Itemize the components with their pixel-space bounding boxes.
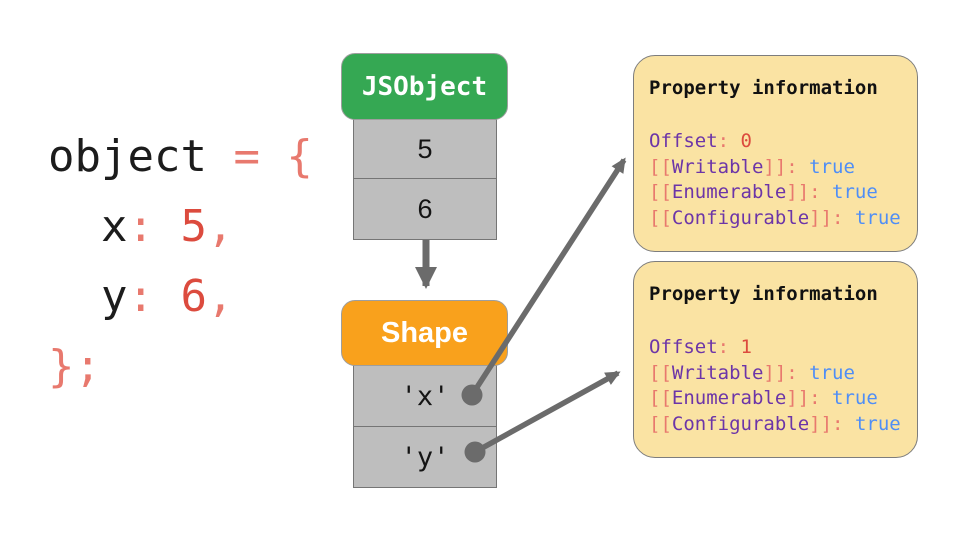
shape-slot-y-value: 'y': [400, 441, 450, 473]
code-line: x: 5,: [48, 201, 234, 252]
jsobject-header-label: JSObject: [361, 71, 488, 102]
shape-header-label: Shape: [380, 316, 469, 349]
code-line: [[Enumerable]]: true: [649, 181, 878, 204]
code-snippet: object = { x: 5, y: 6,};: [48, 122, 313, 402]
code-line: y: 6,: [48, 271, 234, 322]
jsobject-slot-0: 5: [353, 119, 497, 180]
code-line: [[Configurable]]: true: [649, 413, 901, 436]
code-line: Offset: 1: [649, 336, 752, 358]
code-line: [[Writable]]: true: [649, 361, 855, 384]
prop-box-lines: Offset: 0 [[Writable]]: true [[Enumerable]…: [649, 129, 905, 232]
code-line: Offset: 0: [649, 130, 752, 152]
jsobject-slot-1: 6: [353, 178, 497, 240]
property-info-box-0: Property information Offset: 0 [[Writable…: [633, 55, 918, 252]
jsobject-header: JSObject: [341, 53, 508, 120]
shape-slot-x-value: 'x': [400, 380, 450, 412]
shape-header: Shape: [341, 300, 508, 366]
jsobject-slot-1-value: 6: [417, 193, 433, 224]
code-line: };: [48, 341, 101, 392]
shape-slot-y: 'y': [353, 426, 497, 488]
code-line: [[Enumerable]]: true: [649, 387, 878, 410]
prop-box-title: Property information: [649, 283, 878, 305]
property-info-box-1: Property information Offset: 1 [[Writable…: [633, 261, 918, 458]
code-line: object = {: [48, 131, 313, 182]
jsobject-slot-0-value: 5: [417, 134, 433, 164]
prop-box-title: Property information: [649, 77, 878, 99]
shape-slot-x: 'x': [353, 365, 497, 427]
prop-box-lines: Offset: 1 [[Writable]]: true [[Enumerable]…: [649, 335, 905, 438]
code-line: [[Configurable]]: true: [649, 207, 901, 230]
code-line: [[Writable]]: true: [649, 155, 855, 178]
